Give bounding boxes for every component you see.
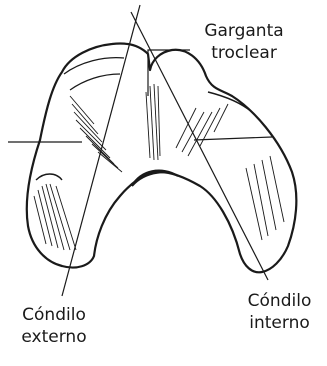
medial-condyle-label: Cóndilo interno	[232, 290, 327, 334]
lateral-condyle-label-line1: Cóndilo	[4, 304, 104, 326]
lateral-condyle-label: Cóndilo externo	[4, 304, 104, 348]
medial-condyle-label-line1: Cóndilo	[232, 290, 327, 312]
trochlear-groove-label-line2: troclear	[192, 42, 296, 64]
medial-condyle-label-line2: interno	[232, 312, 327, 334]
lateral-condyle-label-line2: externo	[4, 326, 104, 348]
trochlear-groove-label: Garganta troclear	[192, 20, 296, 64]
femur-outline	[27, 43, 297, 272]
trochlear-groove-label-line1: Garganta	[192, 20, 296, 42]
